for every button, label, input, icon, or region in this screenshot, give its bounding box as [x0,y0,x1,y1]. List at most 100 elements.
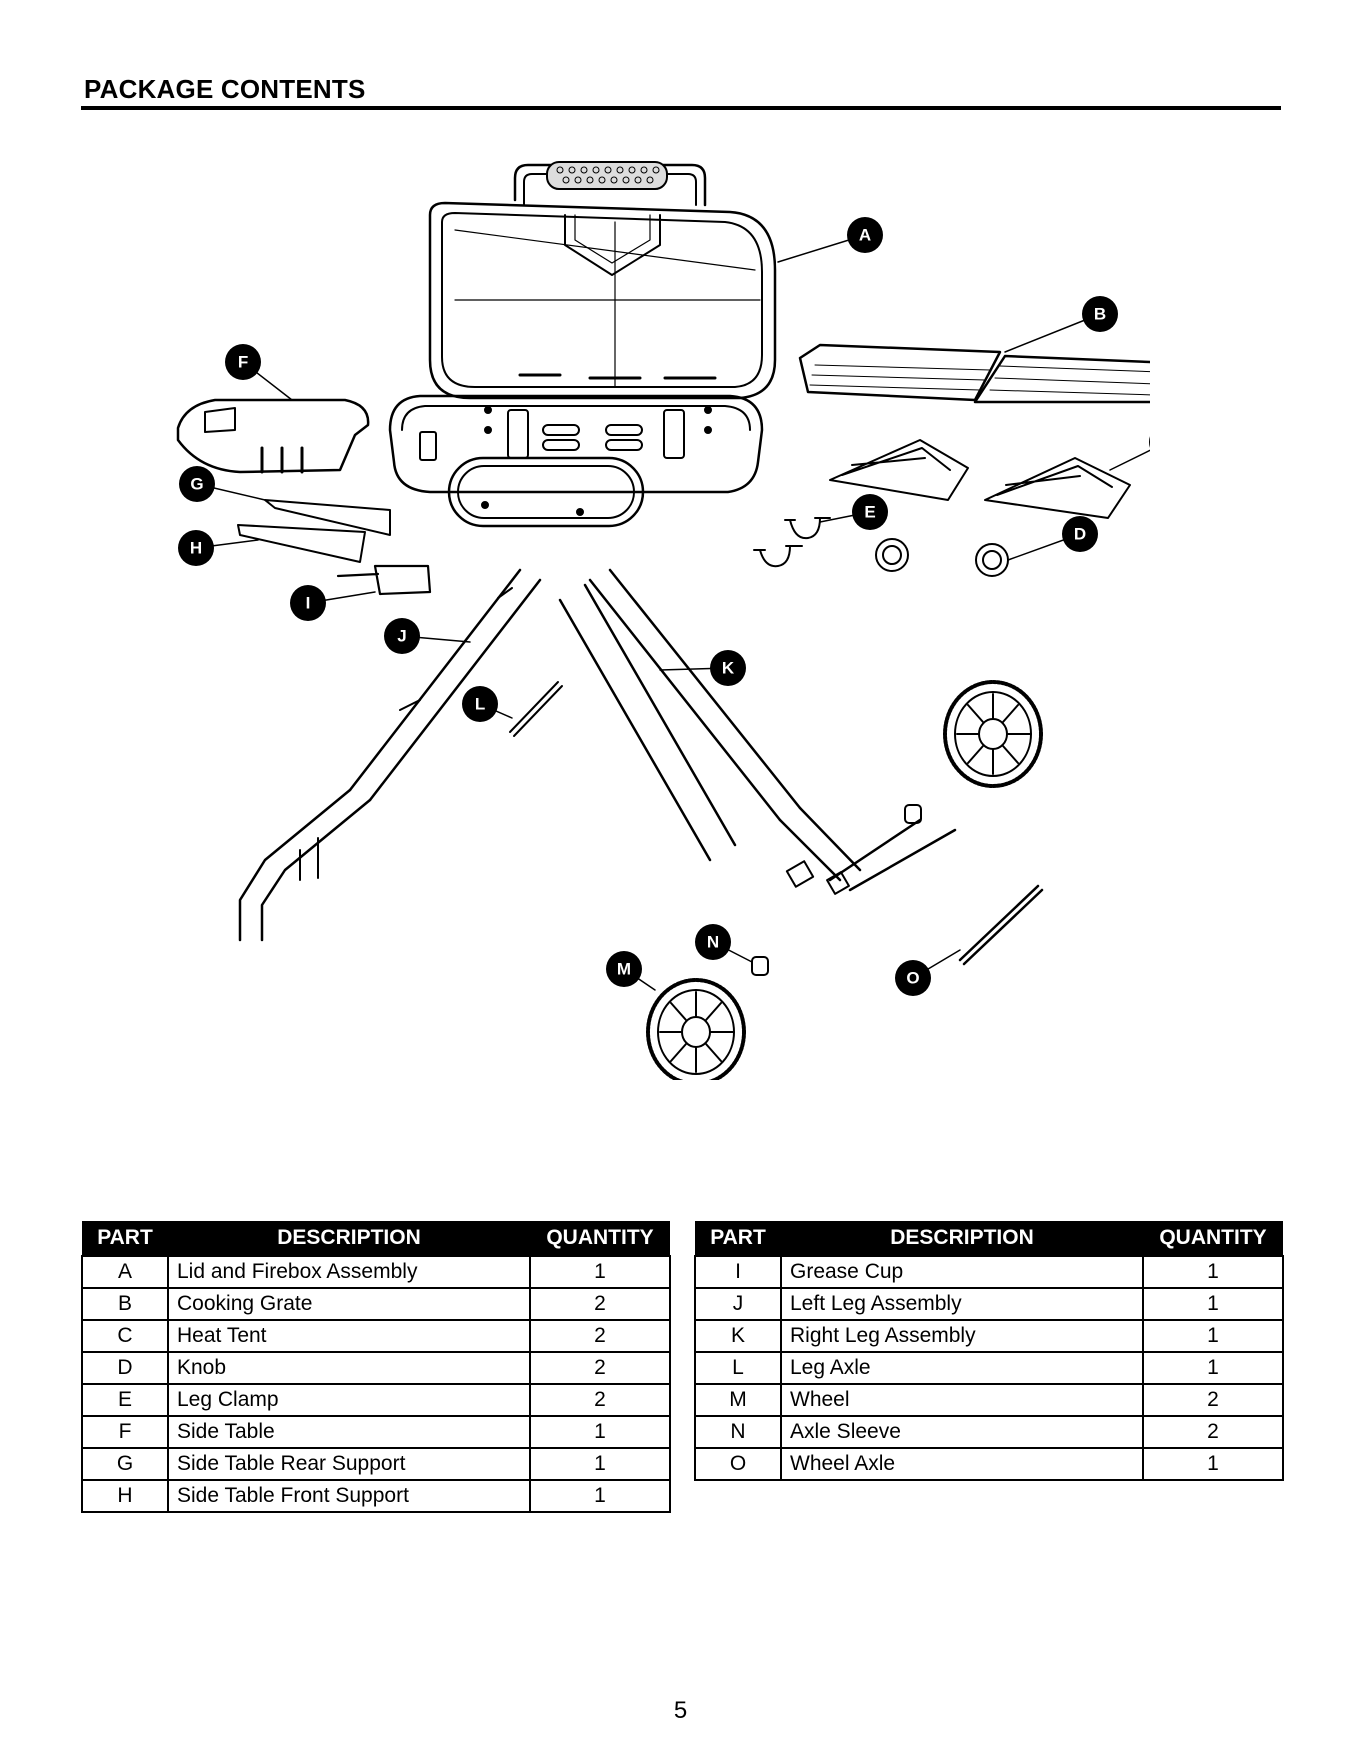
side-table-supports-drawing [237,499,391,563]
svg-text:F: F [238,353,248,372]
quantity-cell: 1 [529,1255,671,1289]
svg-text:D: D [1074,525,1086,544]
header-description: DESCRIPTION [781,1221,1143,1256]
description-cell: Side Table Front Support [167,1479,531,1513]
quantity-cell: 1 [529,1479,671,1513]
wheel-drawing [646,680,1043,1080]
callout-d: D [1062,516,1098,552]
description-cell: Knob [167,1351,531,1385]
callout-n: N [695,924,731,960]
svg-text:I: I [306,594,311,613]
callout-a: A [847,217,883,253]
quantity-cell: 2 [1142,1383,1284,1417]
part-cell: J [694,1287,782,1321]
svg-text:E: E [864,503,875,522]
part-cell: D [81,1351,169,1385]
description-cell: Lid and Firebox Assembly [167,1255,531,1289]
callout-leaders [195,234,1150,991]
svg-text:K: K [722,659,735,678]
knob-drawing [875,538,1009,577]
callout-e: E [852,494,888,530]
right-leg-drawing [558,568,957,895]
side-table-drawing [176,398,370,474]
svg-text:M: M [617,960,631,979]
part-cell: A [81,1255,169,1289]
callout-j: J [384,618,420,654]
left-leg-drawing [238,568,542,942]
part-cell: O [694,1447,782,1481]
cooking-grate-drawing [798,343,1150,404]
quantity-cell: 1 [1142,1447,1284,1481]
part-cell: I [694,1255,782,1289]
part-cell: C [81,1319,169,1353]
part-cell: G [81,1447,169,1481]
description-cell: Wheel Axle [780,1447,1144,1481]
description-cell: Side Table Rear Support [167,1447,531,1481]
part-cell: H [81,1479,169,1513]
svg-text:B: B [1094,305,1106,324]
description-cell: Right Leg Assembly [780,1319,1144,1353]
header-description: DESCRIPTION [168,1221,530,1256]
part-cell: E [81,1383,169,1417]
header-quantity: QUANTITY [1143,1221,1283,1256]
axle-sleeve-drawing [751,804,922,976]
page-title: PACKAGE CONTENTS [84,74,366,104]
description-cell: Left Leg Assembly [780,1287,1144,1321]
svg-text:L: L [475,695,485,714]
callout-i: I [290,585,326,621]
wheel-axle-drawing [958,884,1044,966]
part-cell: M [694,1383,782,1417]
quantity-cell: 1 [1142,1351,1284,1385]
description-cell: Leg Clamp [167,1383,531,1417]
description-cell: Leg Axle [780,1351,1144,1385]
quantity-cell: 2 [1142,1415,1284,1449]
callout-g: G [179,466,215,502]
lid-and-firebox-drawing [388,161,777,528]
part-cell: K [694,1319,782,1353]
heat-tent-drawing [829,439,1131,519]
description-cell: Grease Cup [780,1255,1144,1289]
callout-k: K [710,650,746,686]
svg-text:A: A [859,226,871,245]
leg-axle-drawing [509,681,563,737]
svg-text:H: H [190,539,202,558]
description-cell: Wheel [780,1383,1144,1417]
quantity-cell: 1 [529,1415,671,1449]
page-number: 5 [673,1697,688,1724]
header-part: PART [695,1221,781,1256]
svg-text:N: N [707,933,719,952]
description-cell: Side Table [167,1415,531,1449]
table-header-row: PART DESCRIPTION QUANTITY [82,1221,670,1256]
grease-cup-drawing [336,564,432,596]
parts-diagram: A B C D E F G H I J K L M N O [176,161,1150,1080]
svg-text:G: G [190,475,203,494]
description-cell: Cooking Grate [167,1287,531,1321]
svg-text:J: J [397,627,406,646]
quantity-cell: 1 [529,1447,671,1481]
part-cell: F [81,1415,169,1449]
leg-clamp-drawing [753,517,831,568]
part-cell: N [694,1415,782,1449]
title-divider [81,106,1281,110]
table-header-row: PART DESCRIPTION QUANTITY [695,1221,1283,1256]
quantity-cell: 2 [529,1351,671,1385]
quantity-cell: 2 [529,1383,671,1417]
callout-f: F [225,344,261,380]
part-cell: B [81,1287,169,1321]
quantity-cell: 1 [1142,1255,1284,1289]
part-cell: L [694,1351,782,1385]
